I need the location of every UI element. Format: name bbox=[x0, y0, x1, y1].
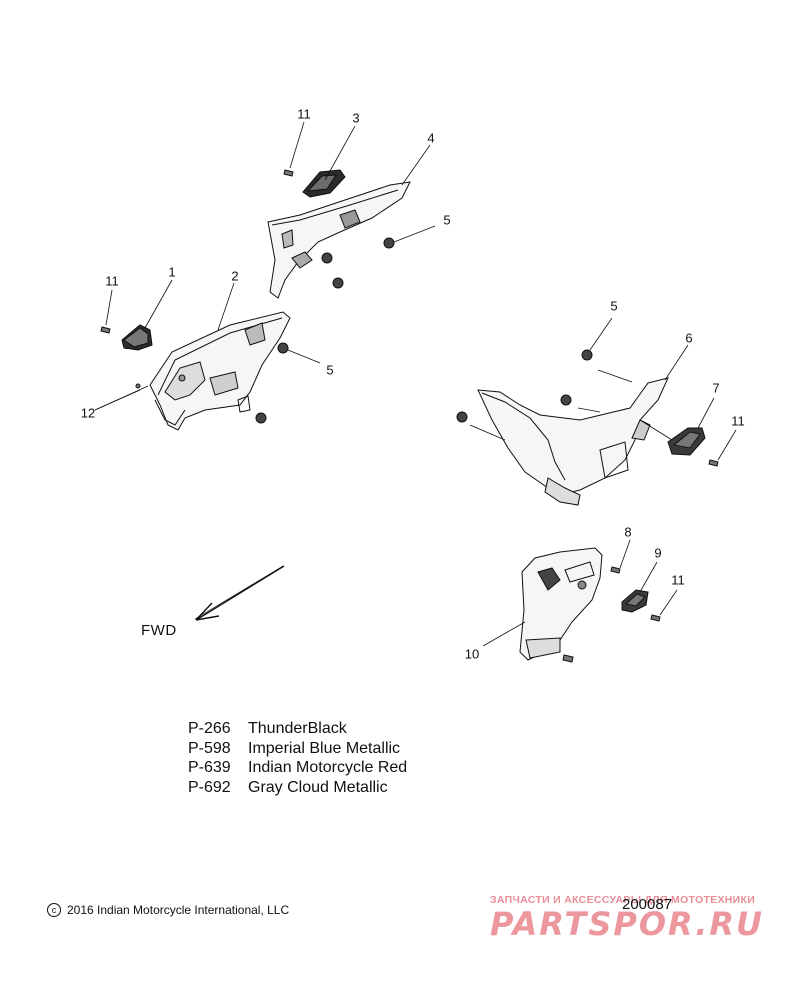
part-6-right-side-cover bbox=[477, 377, 669, 506]
legend-row: P-692 Gray Cloud Metallic bbox=[188, 778, 407, 798]
callout-10: 10 bbox=[464, 646, 480, 662]
callout-4: 4 bbox=[427, 130, 435, 146]
callout-11-left: 11 bbox=[105, 273, 119, 289]
forward-arrow bbox=[194, 565, 285, 621]
part-9-badge bbox=[621, 589, 649, 613]
callout-8: 8 bbox=[624, 524, 632, 540]
copyright-text: 2016 Indian Motorcycle International, LL… bbox=[67, 903, 290, 917]
forward-direction-label: FWD bbox=[141, 622, 177, 639]
callout-11-right: 11 bbox=[731, 413, 745, 429]
color-code: P-639 bbox=[188, 759, 231, 776]
color-code: P-266 bbox=[188, 720, 231, 737]
part-2-left-side-cover bbox=[149, 311, 291, 431]
copyright-icon: c bbox=[47, 903, 61, 917]
color-name: Gray Cloud Metallic bbox=[248, 778, 388, 796]
color-code-legend: P-266 ThunderBlack P-598 Imperial Blue M… bbox=[188, 719, 407, 797]
color-name: Imperial Blue Metallic bbox=[248, 739, 401, 757]
legend-row: P-266 ThunderBlack bbox=[188, 719, 407, 739]
part-3-badge bbox=[302, 169, 346, 198]
watermark-tagline: ЗАПЧАСТИ И АКСЕССУАРЫ ДЛЯ МОТОТЕХНИКИ bbox=[490, 894, 756, 906]
leader-lines bbox=[94, 121, 737, 647]
callout-2: 2 bbox=[231, 268, 239, 284]
nuts-5 bbox=[255, 237, 593, 424]
part-7-badge bbox=[667, 427, 706, 456]
part-10-lower-cover bbox=[519, 547, 603, 661]
callout-3: 3 bbox=[352, 110, 360, 126]
callout-11-top: 11 bbox=[297, 106, 311, 122]
callout-1: 1 bbox=[168, 264, 176, 280]
color-name: Indian Motorcycle Red bbox=[248, 759, 408, 776]
callout-12: 12 bbox=[80, 405, 96, 421]
part-1-badge bbox=[121, 324, 153, 351]
color-code: P-692 bbox=[188, 778, 231, 796]
legend-row: P-639 Indian Motorcycle Red bbox=[188, 758, 407, 778]
copyright-notice: c 2016 Indian Motorcycle International, … bbox=[47, 903, 289, 917]
screws-11 bbox=[100, 169, 719, 663]
color-name: ThunderBlack bbox=[248, 720, 347, 737]
watermark-logo: PARTSPOR.RU bbox=[490, 905, 765, 943]
callout-5-right: 5 bbox=[610, 298, 618, 314]
callout-7: 7 bbox=[712, 380, 720, 396]
legend-row: P-598 Imperial Blue Metallic bbox=[188, 739, 407, 759]
callout-6: 6 bbox=[685, 330, 693, 346]
color-code: P-598 bbox=[188, 739, 231, 757]
callout-5-upper: 5 bbox=[443, 212, 451, 228]
callout-11-lower: 11 bbox=[671, 572, 685, 588]
callout-9: 9 bbox=[654, 545, 662, 561]
part-4-upper-panel bbox=[267, 181, 411, 299]
diagram-number: 200087 bbox=[622, 896, 673, 913]
callout-5-left: 5 bbox=[326, 362, 334, 378]
